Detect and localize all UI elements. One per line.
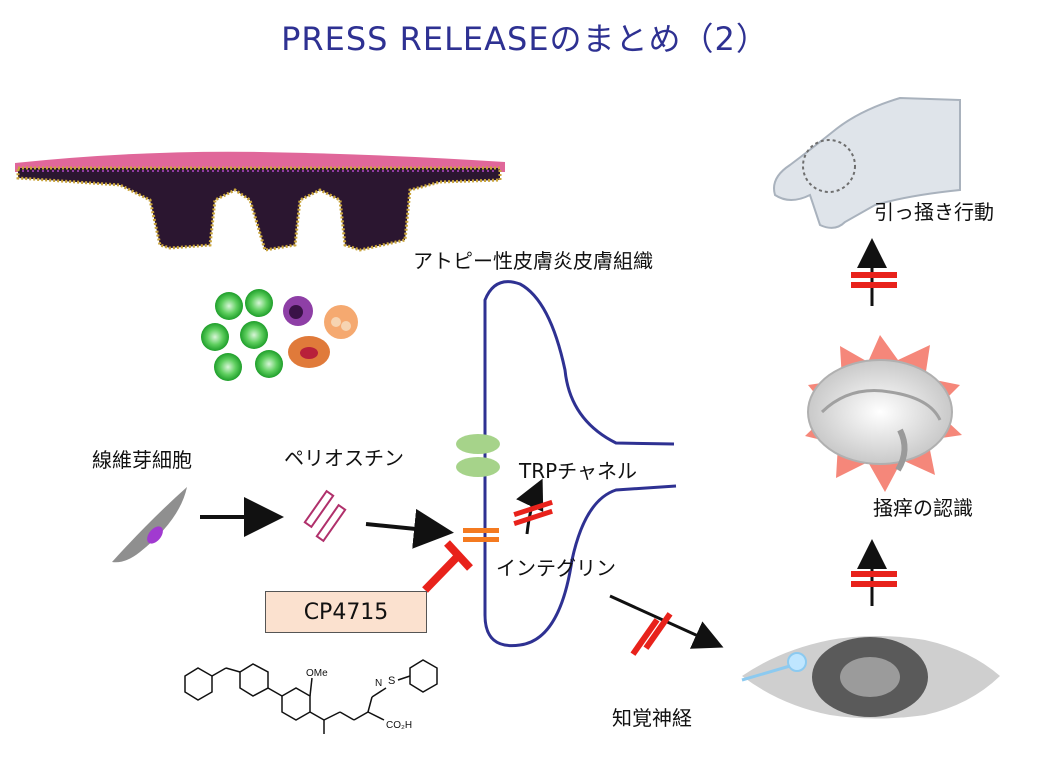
- label-periostin: ペリオスチン: [284, 446, 404, 470]
- label-itch-recognition: 掻痒の認識: [873, 496, 973, 520]
- label-integrin: インテグリン: [496, 556, 616, 580]
- page-title: PRESS RELEASEのまとめ（2）: [281, 20, 769, 58]
- immune-cells-illustration: [201, 289, 358, 381]
- nerve-ending-outline: [483, 280, 677, 648]
- chem-label-methoxy: OMe: [306, 668, 328, 679]
- block-mark-trp: [513, 499, 553, 527]
- drug-chemical-structure: [184, 659, 438, 734]
- label-atopic-tissue: アトピー性皮膚炎皮膚組織: [413, 249, 653, 273]
- integrin-mark: [463, 528, 499, 542]
- label-fibroblast: 線維芽細胞: [92, 448, 192, 472]
- fibroblast-illustration: [112, 487, 187, 563]
- hand-illustration: [773, 96, 961, 229]
- drug-label: CP4715: [303, 599, 389, 625]
- trp-channel-illustration: [456, 434, 500, 477]
- drug-box: CP4715: [265, 591, 427, 633]
- skin-tissue-illustration: [15, 151, 505, 252]
- arrow-periostin-to-integrin: [365, 508, 454, 549]
- spinal-cord-illustration: [741, 636, 1000, 719]
- label-scratching: 引っ掻き行動: [874, 200, 994, 224]
- block-mark-itch: [851, 571, 897, 587]
- label-sensory-nerve: 知覚神経: [612, 706, 692, 730]
- chem-label-carboxyl: CO₂H: [386, 720, 412, 731]
- block-mark-scratch: [851, 272, 897, 288]
- label-trp-channel: TRPチャネル: [519, 459, 637, 483]
- periostin-illustration: [303, 489, 347, 543]
- chem-label-sulfonyl: S: [388, 675, 395, 687]
- chem-label-amine: N: [375, 678, 382, 689]
- brain-illustration: [805, 335, 962, 492]
- block-mark-nerve: [630, 612, 673, 656]
- inhibition-bar: [422, 540, 473, 593]
